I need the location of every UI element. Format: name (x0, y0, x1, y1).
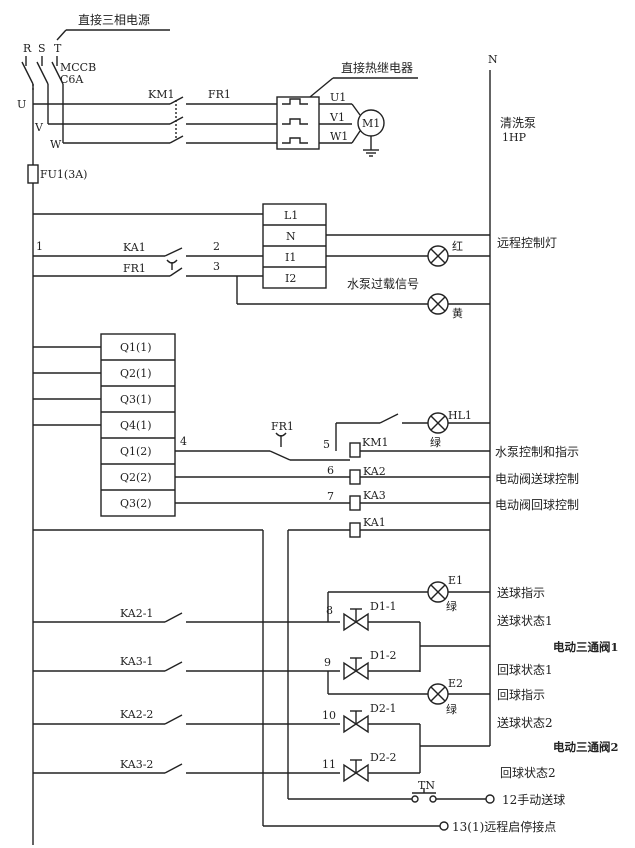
return-state2-label: 回球状态2 (500, 766, 556, 780)
node-3: 3 (213, 260, 220, 273)
phase-w: W (50, 138, 62, 151)
node-2: 2 (213, 240, 220, 253)
plc-l1: L1 (284, 209, 298, 222)
pump-control-label: 水泵控制和指示 (495, 444, 579, 459)
hl1-label: HL1 (448, 409, 472, 422)
motor-u1: U1 (330, 91, 346, 104)
red-lamp-label: 红 (452, 240, 463, 253)
node-9: 9 (324, 656, 331, 669)
d2-1-label: D2-1 (370, 702, 397, 715)
phase-t: T (54, 42, 62, 55)
motor-v1: V1 (329, 111, 345, 124)
send-indicator-label: 送球指示 (497, 585, 545, 600)
output-q1-1: Q1(1) (120, 341, 152, 354)
send-state2-label: 送球状态2 (497, 715, 553, 730)
remote-lamp-label: 远程控制灯 (497, 235, 557, 250)
ka2-coil-label: KA2 (363, 465, 386, 478)
overload-signal-label: 水泵过载信号 (347, 277, 419, 291)
neutral-label: N (488, 53, 498, 66)
return-state1-label: 回球状态1 (497, 663, 553, 677)
valve1-label: 电动三通阀1 (553, 640, 619, 654)
ka1-coil-icon (349, 522, 361, 538)
terminal-12-icon (485, 794, 495, 804)
phase-u: U (17, 98, 26, 111)
motor-w1: W1 (330, 130, 348, 143)
d2-1-valve-icon (343, 710, 369, 734)
ka3-2-label: KA3-2 (120, 758, 153, 771)
km1-coil-icon (349, 442, 361, 458)
tn-label: TN (418, 779, 435, 792)
output-q2-1: Q2(1) (120, 367, 152, 380)
breaker-name: MCCB (60, 61, 96, 74)
terminal-13-icon (439, 821, 449, 831)
e1-green-label: 绿 (446, 599, 457, 613)
yellow-lamp-label: 黄 (452, 306, 463, 320)
node-7: 7 (327, 490, 334, 503)
ka2-1-label: KA2-1 (120, 607, 153, 620)
e2-label: E2 (448, 677, 463, 690)
ka3-coil-icon (349, 495, 361, 511)
fuse-icon (27, 164, 39, 184)
pump-name: 清洗泵 (500, 116, 536, 130)
node-1: 1 (36, 240, 43, 253)
terminal-13-label: 13(1)远程启停接点 (452, 819, 556, 834)
phase-s: S (38, 42, 46, 55)
node-5: 5 (323, 438, 330, 451)
fr1-label: FR1 (208, 88, 231, 101)
km1-coil-label: KM1 (362, 436, 388, 449)
output-q3-2: Q3(2) (120, 497, 152, 510)
d1-1-valve-icon (343, 608, 369, 632)
valve-send-label: 电动阀送球控制 (495, 471, 579, 486)
yellow-lamp-icon (427, 293, 449, 315)
d1-2-valve-icon (343, 657, 369, 681)
output-q3-1: Q3(1) (120, 393, 152, 406)
valve2-label: 电动三通阀2 (553, 740, 619, 754)
node-4: 4 (180, 435, 187, 448)
plc-i2: I2 (285, 272, 296, 285)
relay-title: 直接热继电器 (341, 60, 413, 75)
valve-return-label: 电动阀回球控制 (495, 498, 579, 512)
fuse-label: FU1(3A) (40, 168, 87, 181)
e2-green-label: 绿 (446, 702, 457, 716)
ka3-1-label: KA3-1 (120, 655, 153, 668)
km1-label: KM1 (148, 88, 174, 101)
node-8: 8 (326, 604, 333, 617)
ka2-2-label: KA2-2 (120, 708, 153, 721)
plc-n: N (286, 230, 296, 243)
d1-2-label: D1-2 (370, 649, 397, 662)
d2-2-valve-icon (343, 759, 369, 783)
fr1-b-label: FR1 (271, 420, 294, 433)
e2-lamp-icon (427, 683, 449, 705)
return-indicator-label: 回球指示 (497, 687, 545, 702)
ka1-coil-label: KA1 (363, 516, 386, 529)
plc-i1: I1 (285, 251, 296, 264)
node-10: 10 (322, 709, 336, 722)
power-supply-title: 直接三相电源 (78, 12, 150, 27)
send-state1-label: 送球状态1 (497, 613, 553, 628)
ka1-contact-label: KA1 (123, 241, 146, 254)
ka3-coil-label: KA3 (363, 489, 386, 502)
e1-lamp-icon (427, 581, 449, 603)
d2-2-label: D2-2 (370, 751, 397, 764)
breaker-rating: C6A (60, 73, 84, 86)
hl1-green-label: 绿 (430, 435, 441, 449)
fr1-contact-label: FR1 (123, 262, 146, 275)
motor-label: M1 (362, 117, 380, 130)
e1-label: E1 (448, 574, 463, 587)
ka2-coil-icon (349, 469, 361, 485)
pump-power: 1HP (502, 131, 527, 144)
output-q1-2: Q1(2) (120, 445, 152, 458)
output-q2-2: Q2(2) (120, 471, 152, 484)
node-6: 6 (327, 464, 334, 477)
phase-r: R (23, 42, 32, 55)
d1-1-label: D1-1 (370, 600, 397, 613)
node-11: 11 (322, 758, 336, 771)
phase-v: V (34, 121, 44, 134)
terminal-12-label: 12手动送球 (502, 792, 565, 807)
output-q4-1: Q4(1) (120, 419, 152, 432)
red-lamp-icon (427, 245, 449, 267)
hl1-lamp-icon (427, 412, 449, 434)
